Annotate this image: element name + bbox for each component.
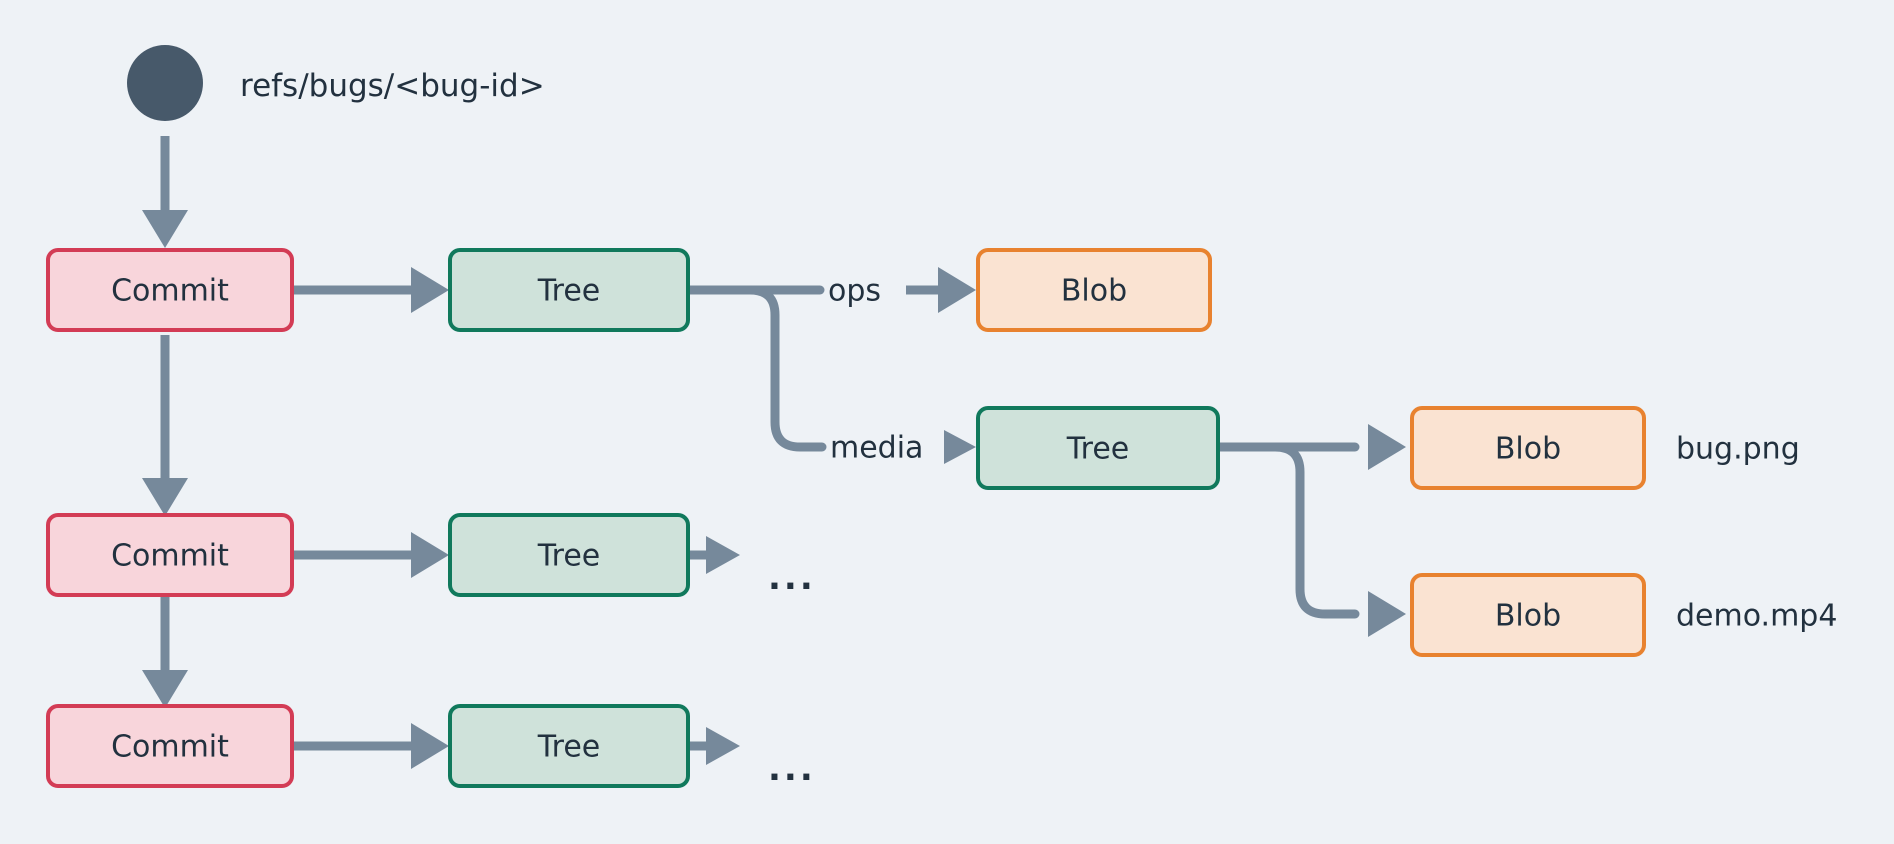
tree-4-label: Tree [537, 730, 601, 765]
tree-3-box[interactable] [448, 513, 690, 597]
commit-2-label: Commit [111, 539, 229, 574]
edge-ops-to-blob-1 [906, 267, 976, 313]
edge-tree-2-to-blob-2 [1368, 424, 1406, 470]
node-tree-3[interactable]: Tree [448, 513, 690, 597]
ref-label: refs/bugs/<bug-id> [240, 68, 545, 104]
node-tree-4[interactable]: Tree [448, 704, 690, 788]
ellipsis-middle: ... [768, 558, 816, 598]
tree-3-label: Tree [537, 539, 601, 574]
commit-2-box[interactable] [46, 513, 294, 597]
edge-commit-2-to-tree-3 [292, 532, 449, 578]
ellipsis-bottom: ... [768, 749, 816, 789]
node-commit-3[interactable]: Commit [46, 704, 294, 788]
node-blob-2-bug-png[interactable]: Blob [1410, 406, 1646, 490]
commit-3-box[interactable] [46, 704, 294, 788]
blob-2-label: Blob [1495, 432, 1561, 467]
file-label-demo-mp4: demo.mp4 [1676, 599, 1837, 634]
node-commit-1[interactable]: Commit [46, 248, 294, 332]
blob-3-label: Blob [1495, 599, 1561, 634]
node-blob-3-demo-mp4[interactable]: Blob [1410, 573, 1646, 657]
file-label-bug-png: bug.png [1676, 432, 1800, 467]
commit-3-label: Commit [111, 730, 229, 765]
edge-tree-2-to-blob-3 [1368, 591, 1406, 637]
edge-commit-2-to-commit-3 [142, 595, 188, 708]
tree-2-label: Tree [1066, 432, 1130, 467]
node-commit-2[interactable]: Commit [46, 513, 294, 597]
blob-3-box[interactable] [1410, 573, 1646, 657]
edge-ref-to-commit-1 [142, 136, 188, 248]
ref-pointer-dot [127, 45, 203, 121]
edge-label-ops: ops [828, 274, 881, 309]
edge-tree-3-to-ellipsis [688, 536, 740, 574]
edge-media-to-tree-2 [944, 430, 976, 464]
node-blob-1-ops[interactable]: Blob [976, 248, 1212, 332]
tree-4-box[interactable] [448, 704, 690, 788]
commit-1-box[interactable] [46, 248, 294, 332]
commit-1-label: Commit [111, 274, 229, 309]
edge-tree-2-branch [1214, 442, 1360, 619]
edge-tree-4-to-ellipsis [688, 727, 740, 765]
edge-commit-1-to-commit-2 [142, 335, 188, 516]
blob-2-box[interactable] [1410, 406, 1646, 490]
tree-2-box[interactable] [976, 406, 1220, 490]
tree-1-label: Tree [537, 274, 601, 309]
node-tree-2-media[interactable]: Tree [976, 406, 1220, 490]
edge-tree-1-branch [683, 285, 827, 452]
edge-commit-3-to-tree-4 [292, 723, 449, 769]
edge-label-media: media [830, 431, 923, 466]
blob-1-box[interactable] [976, 248, 1212, 332]
tree-1-box[interactable] [448, 248, 690, 332]
node-tree-1[interactable]: Tree [448, 248, 690, 332]
edge-commit-1-to-tree-1 [292, 267, 449, 313]
blob-1-label: Blob [1061, 274, 1127, 309]
